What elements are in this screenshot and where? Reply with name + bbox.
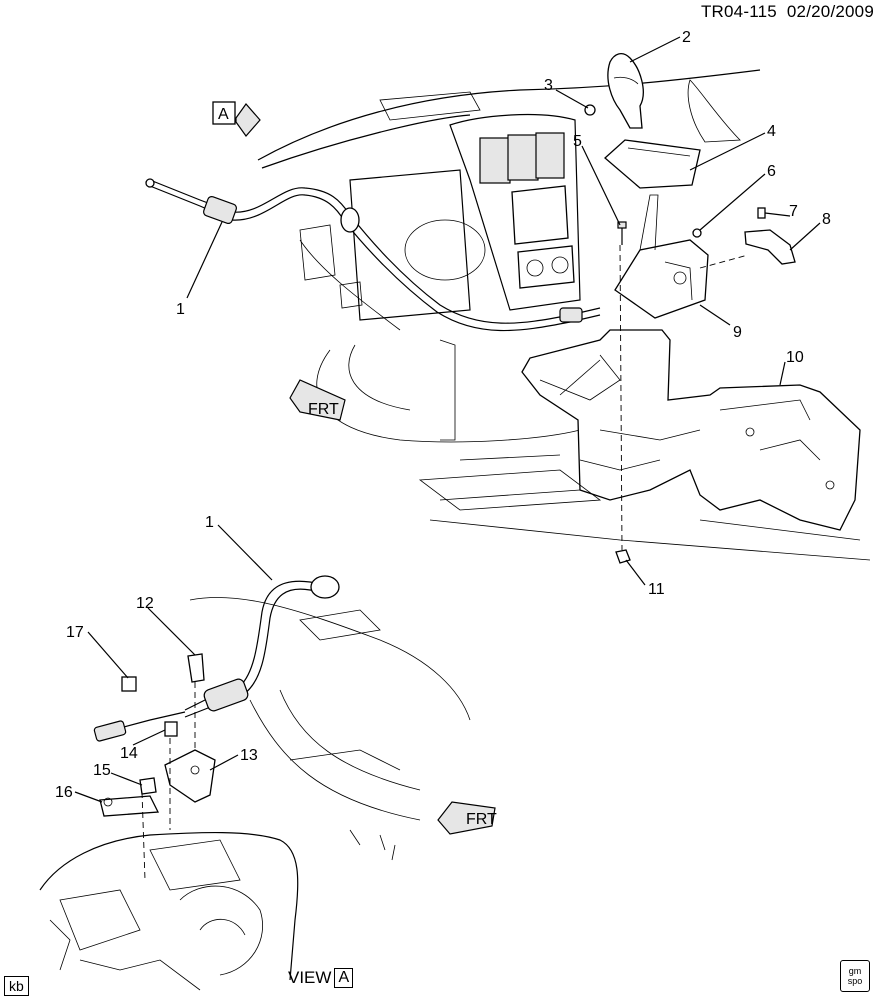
view-a-letter: A [218,106,229,123]
shift-indicator [604,139,701,189]
callout-17: 17 [66,624,84,641]
callout-numbers: 1 2 3 4 5 6 7 8 9 10 11 1 12 17 14 13 15… [55,29,831,801]
diagram-header: TR04-115 02/20/2009 [691,2,874,22]
svg-text:FRT: FRT [308,401,339,418]
callout-15: 15 [93,762,111,779]
callout-14: 14 [120,745,138,762]
diagram-id: TR04-115 [700,2,777,21]
callout-1: 1 [176,301,185,318]
view-label: VIEW A [288,968,354,988]
nut-11 [615,549,631,564]
bolt-6 [692,228,702,238]
nut-15 [139,777,157,795]
lever-16 [99,795,160,817]
view-label-letter: A [334,968,354,988]
shift-control [614,194,709,319]
dashboard-outline [257,69,761,443]
lower-body [189,597,471,861]
shift-cable-upper [145,178,601,332]
view-a-marker: A [212,101,261,137]
view-label-text: VIEW [288,968,332,987]
callout-2: 2 [682,29,691,46]
callout-1-lower: 1 [205,514,214,531]
shift-knob [607,52,644,129]
retainer-12 [187,653,205,683]
screw-5 [617,221,627,245]
clip-7 [757,207,766,219]
callout-13: 13 [240,747,258,764]
floor-pan [418,454,871,561]
gm-spo-logo: gm spo [840,960,870,992]
callout-7: 7 [789,203,798,220]
front-arrow-lower: FRT [437,801,497,835]
callout-16: 16 [55,784,73,801]
diagram-date: 02/20/2009 [786,2,874,21]
switch-8 [744,229,796,265]
front-arrow-upper: FRT [289,379,346,421]
bracket-13 [164,749,216,803]
transmission-outline [39,831,299,991]
shift-cable-lower [93,575,340,742]
bolt-14 [164,721,178,737]
logo-line-1: gm [848,966,862,976]
svg-text:FRT: FRT [466,811,497,828]
callout-12: 12 [136,595,154,612]
callout-3: 3 [544,77,553,94]
callout-6: 6 [767,163,776,180]
callout-8: 8 [822,211,831,228]
logo-line-2: spo [847,976,863,986]
callout-9: 9 [733,324,742,341]
clip-17 [121,676,137,692]
console-bracket [521,329,861,531]
callout-10: 10 [786,349,804,366]
leader-lines [74,36,821,803]
kb-badge: kb [4,976,29,996]
callout-11: 11 [648,581,665,598]
callout-4: 4 [767,123,776,140]
callout-5: 5 [573,133,582,150]
